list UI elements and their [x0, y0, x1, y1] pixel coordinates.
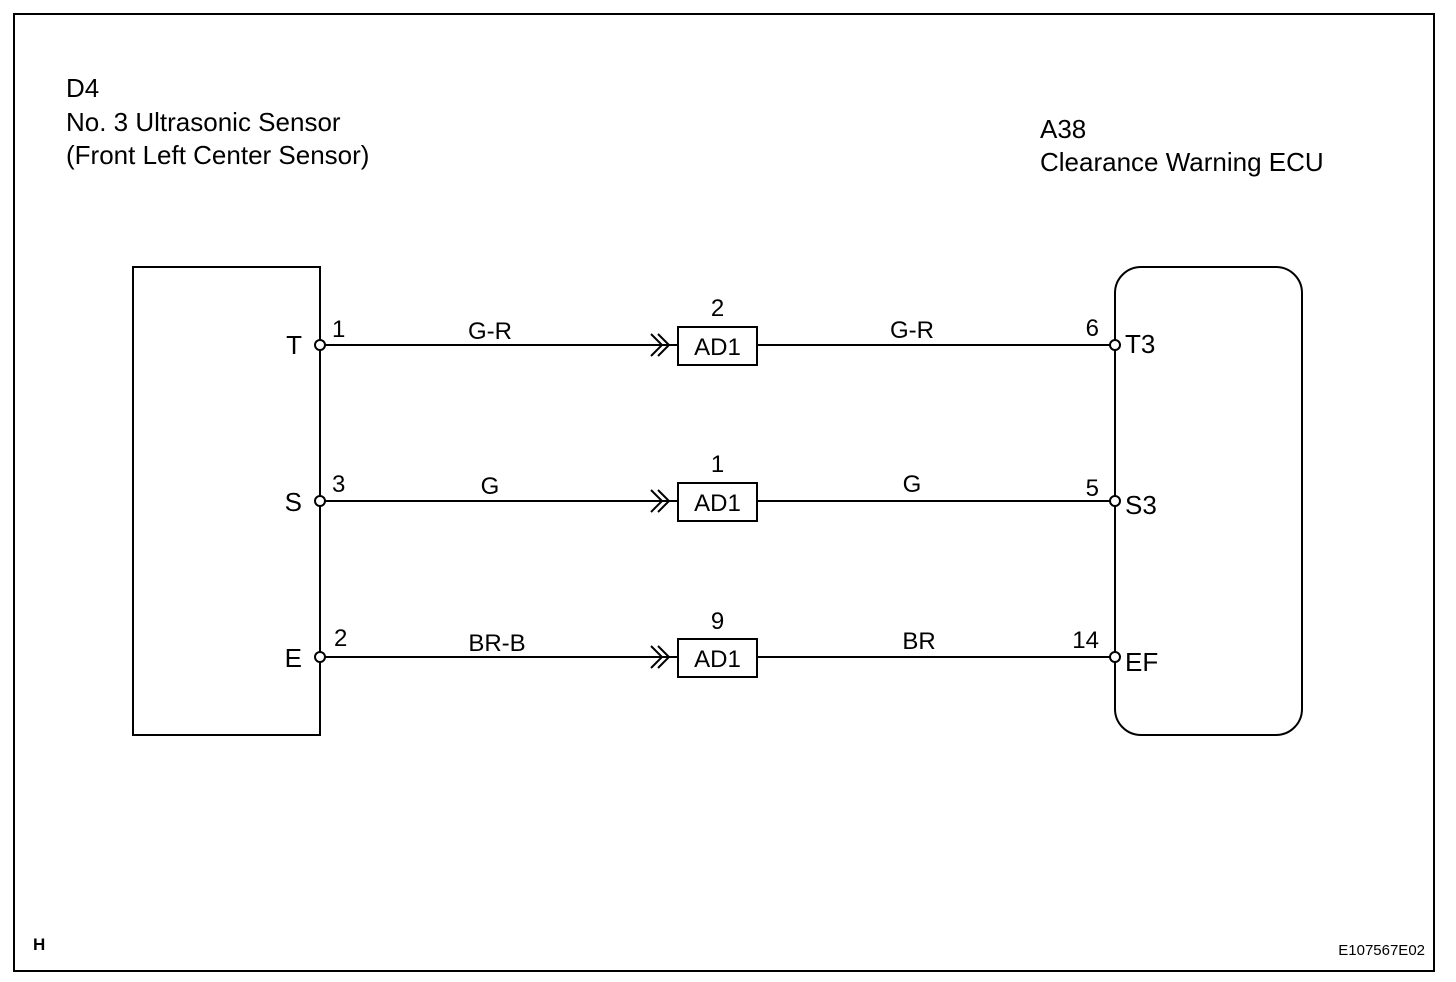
right-component-code: A38	[1040, 114, 1086, 144]
wire-color-left: G-R	[468, 318, 512, 345]
right-pin-label: T3	[1125, 329, 1155, 359]
right-terminal-icon	[1109, 495, 1121, 507]
left-pin-label: S	[285, 487, 302, 517]
connector-chevron-icon	[650, 645, 664, 669]
connector-chevron-icon	[657, 333, 671, 357]
left-component-code: D4	[66, 73, 99, 103]
corner-letter: H	[33, 935, 45, 954]
junction-connector-label: AD1	[694, 646, 741, 673]
left-pin-number: 1	[332, 316, 345, 343]
wire-color-right: BR	[902, 628, 935, 655]
left-component-name: No. 3 Ultrasonic Sensor	[66, 107, 341, 137]
junction-connector-pin-number: 1	[711, 451, 724, 478]
circuit-row: AD1 1 S 3 G G 5 S3	[285, 451, 1157, 522]
connector-chevron-icon	[650, 489, 664, 513]
wire-color-left: G	[481, 473, 500, 500]
right-terminal-icon	[1109, 339, 1121, 351]
right-terminal-icon	[1109, 651, 1121, 663]
connector-chevron-icon	[650, 333, 664, 357]
left-component-subname: (Front Left Center Sensor)	[66, 140, 369, 170]
left-pin-number: 3	[332, 471, 345, 498]
left-pin-label: T	[286, 330, 302, 360]
connector-chevron-icon	[657, 645, 671, 669]
junction-connector-label: AD1	[694, 334, 741, 361]
circuit-row: AD1 9 E 2 BR-B BR 14 EF	[285, 608, 1158, 678]
left-terminal-icon	[314, 495, 326, 507]
right-pin-label: EF	[1125, 647, 1158, 677]
junction-connector-box	[677, 638, 758, 678]
wire-color-right: G	[903, 471, 922, 498]
right-pin-number: 6	[1086, 315, 1099, 342]
left-terminal-icon	[314, 651, 326, 663]
wire-color-left: BR-B	[468, 630, 525, 657]
junction-connector-label: AD1	[694, 490, 741, 517]
right-component-name: Clearance Warning ECU	[1040, 147, 1324, 177]
junction-connector-pin-number: 9	[711, 608, 724, 635]
junction-connector-box	[677, 326, 758, 366]
right-pin-number: 14	[1072, 627, 1099, 654]
right-pin-label: S3	[1125, 490, 1157, 520]
left-terminal-icon	[314, 339, 326, 351]
right-pin-number: 5	[1086, 475, 1099, 502]
figure-id: E107567E02	[1338, 942, 1425, 959]
left-pin-number: 2	[334, 625, 347, 652]
left-pin-label: E	[285, 643, 302, 673]
wire-color-right: G-R	[890, 317, 934, 344]
junction-connector-box	[677, 482, 758, 522]
diagram-border	[13, 13, 1435, 972]
circuit-row: AD1 2 T 1 G-R G-R 6 T3	[286, 295, 1155, 366]
junction-connector-pin-number: 2	[711, 295, 724, 322]
connector-chevron-icon	[657, 489, 671, 513]
